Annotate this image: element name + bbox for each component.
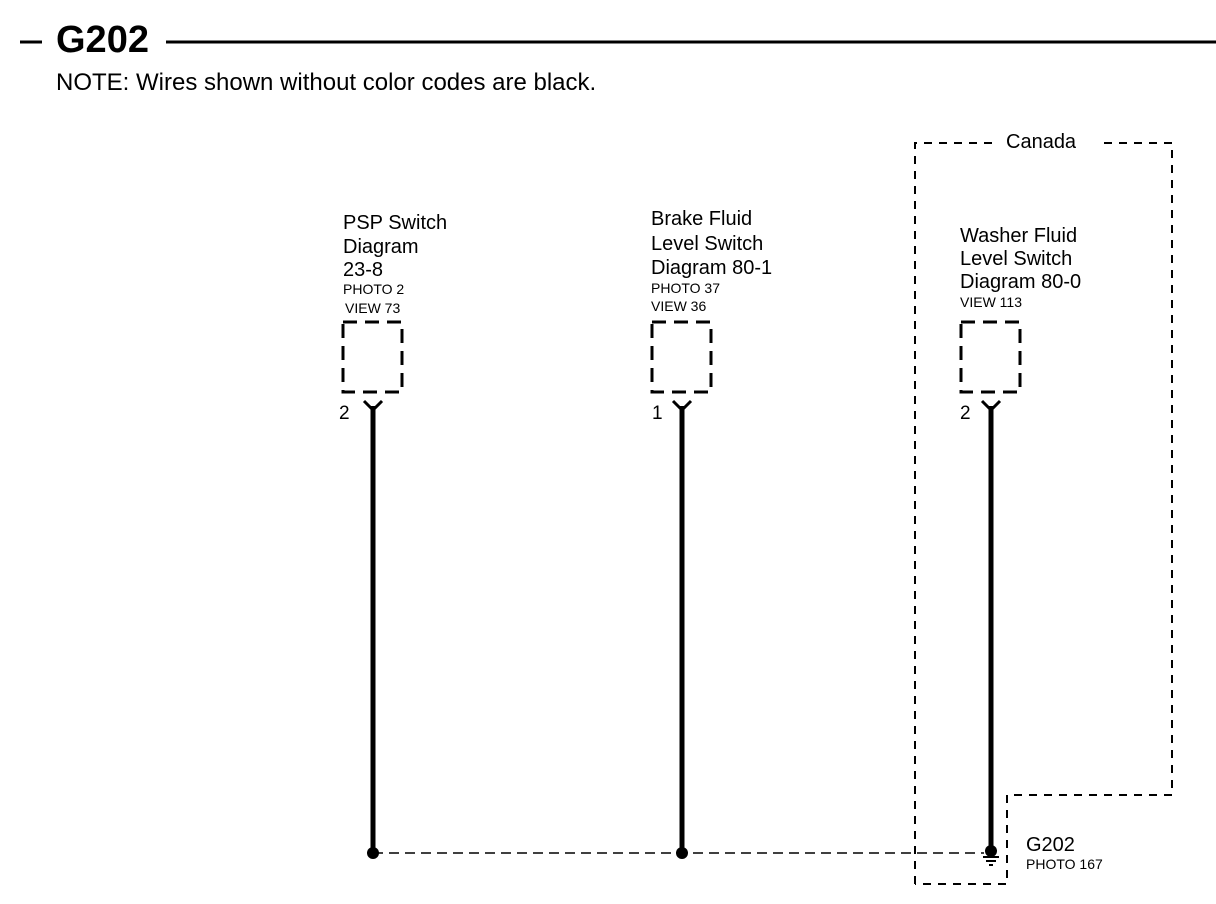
- page-title: G202: [56, 19, 149, 61]
- brake-fluid-photo-ref: PHOTO 37: [651, 280, 720, 296]
- component-psp-switch: PSP Switch Diagram 23-8 PHOTO 2 VIEW 73 …: [339, 212, 447, 859]
- psp-switch-pin-number: 2: [339, 403, 350, 424]
- psp-switch-connector-box: [341, 320, 404, 394]
- washer-fluid-connector-box: [959, 320, 1022, 394]
- brake-fluid-pin-number: 1: [652, 403, 663, 424]
- brake-fluid-label-line1: Brake Fluid: [651, 208, 752, 230]
- brake-fluid-label-line3: Diagram 80-1: [651, 257, 772, 279]
- psp-switch-label-line3: 23-8: [343, 259, 383, 281]
- ground-g202: G202 PHOTO 167: [983, 834, 1103, 872]
- canada-region-label: Canada: [1006, 131, 1077, 153]
- washer-fluid-label-line2: Level Switch: [960, 248, 1072, 270]
- header: G202 NOTE: Wires shown without color cod…: [20, 19, 1216, 96]
- psp-switch-view-ref: VIEW 73: [345, 300, 400, 316]
- brake-fluid-label-line2: Level Switch: [651, 233, 763, 255]
- washer-fluid-label-line1: Washer Fluid: [960, 225, 1077, 247]
- canada-region: Canada: [914, 131, 1173, 885]
- brake-fluid-connector-box: [650, 320, 713, 394]
- wire-color-note: NOTE: Wires shown without color codes ar…: [56, 69, 596, 96]
- ground-photo-ref: PHOTO 167: [1026, 856, 1103, 872]
- washer-fluid-pin-number: 2: [960, 403, 971, 424]
- washer-fluid-label-line3: Diagram 80-0: [960, 271, 1081, 293]
- ground-label: G202: [1026, 834, 1075, 856]
- washer-fluid-view-ref: VIEW 113: [960, 294, 1022, 310]
- canada-region-outline: [914, 142, 1173, 885]
- psp-switch-label-line2: Diagram: [343, 236, 419, 258]
- component-brake-fluid-level-switch: Brake Fluid Level Switch Diagram 80-1 PH…: [650, 208, 772, 859]
- brake-fluid-view-ref: VIEW 36: [651, 298, 706, 314]
- ground-junction-dot: [985, 845, 997, 857]
- ground-symbol-icon: [983, 856, 999, 866]
- psp-switch-label-line1: PSP Switch: [343, 212, 447, 234]
- component-washer-fluid-level-switch: Washer Fluid Level Switch Diagram 80-0 V…: [959, 225, 1081, 850]
- psp-switch-photo-ref: PHOTO 2: [343, 281, 404, 297]
